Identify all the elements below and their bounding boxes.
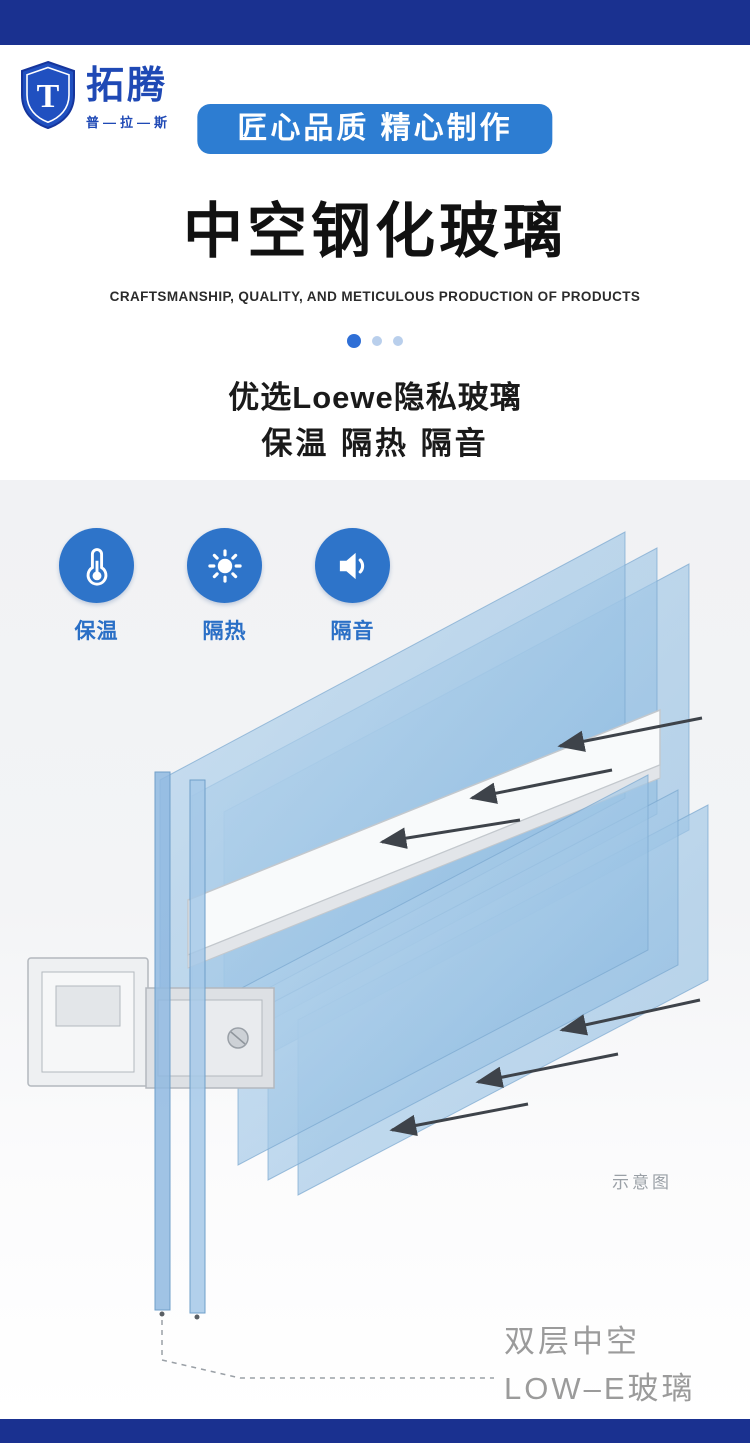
diagram-caption: 双层中空 LOW–E玻璃: [504, 1318, 696, 1412]
feature-label: 隔热: [202, 620, 247, 643]
diagram-note: 示意图: [612, 1173, 672, 1192]
aluminum-frame: [27, 957, 275, 1089]
product-illustration-section: 保温 隔热: [0, 480, 750, 1419]
brand-letter: T: [37, 78, 60, 115]
thermometer-icon: [59, 528, 134, 603]
shield-logo-icon: T: [21, 60, 75, 130]
intro-line-2: 保温 隔热 隔音: [261, 426, 489, 461]
page-title: 中空钢化玻璃: [183, 198, 567, 265]
caption-leader-line: [161, 1320, 494, 1379]
feature-label: 保温: [74, 620, 119, 643]
feature-insulation: 保温: [59, 528, 134, 645]
feature-heat-insulation: 隔热: [187, 528, 262, 645]
caption-line-1: 双层中空: [504, 1324, 640, 1359]
glass-structure-diagram: [27, 531, 709, 1379]
carousel-dot-2[interactable]: [372, 336, 382, 346]
intro-line-1: 优选Loewe隐私玻璃: [228, 380, 522, 415]
brand-name: 拓腾: [86, 65, 169, 107]
brand-logo: T 拓腾 普—拉—斯: [18, 60, 171, 131]
glass-pane-edges: [154, 771, 206, 1320]
carousel-dot-3[interactable]: [393, 336, 403, 346]
carousel-dots: [0, 334, 750, 348]
carousel-dot-1[interactable]: [347, 334, 361, 348]
bottom-bar: [0, 1419, 750, 1443]
page-subtitle: CRAFTSMANSHIP, QUALITY, AND METICULOUS P…: [109, 289, 641, 304]
brand-subtitle: 普—拉—斯: [86, 115, 172, 130]
feature-sound-insulation: 隔音: [315, 528, 390, 645]
feature-label: 隔音: [330, 620, 375, 643]
lower-glass-unit: [237, 774, 709, 1196]
quality-badge: 匠心品质 精心制作: [197, 104, 553, 154]
speaker-icon: [315, 528, 390, 603]
sun-icon: [187, 528, 262, 603]
caption-line-2: LOW–E玻璃: [504, 1371, 696, 1406]
top-bar: [0, 0, 750, 45]
frame-beam: [187, 708, 661, 969]
brand-text: 拓腾 普—拉—斯: [86, 60, 171, 131]
feature-icons: 保温 隔热: [59, 528, 390, 645]
pointer-arrows: [379, 716, 703, 1137]
